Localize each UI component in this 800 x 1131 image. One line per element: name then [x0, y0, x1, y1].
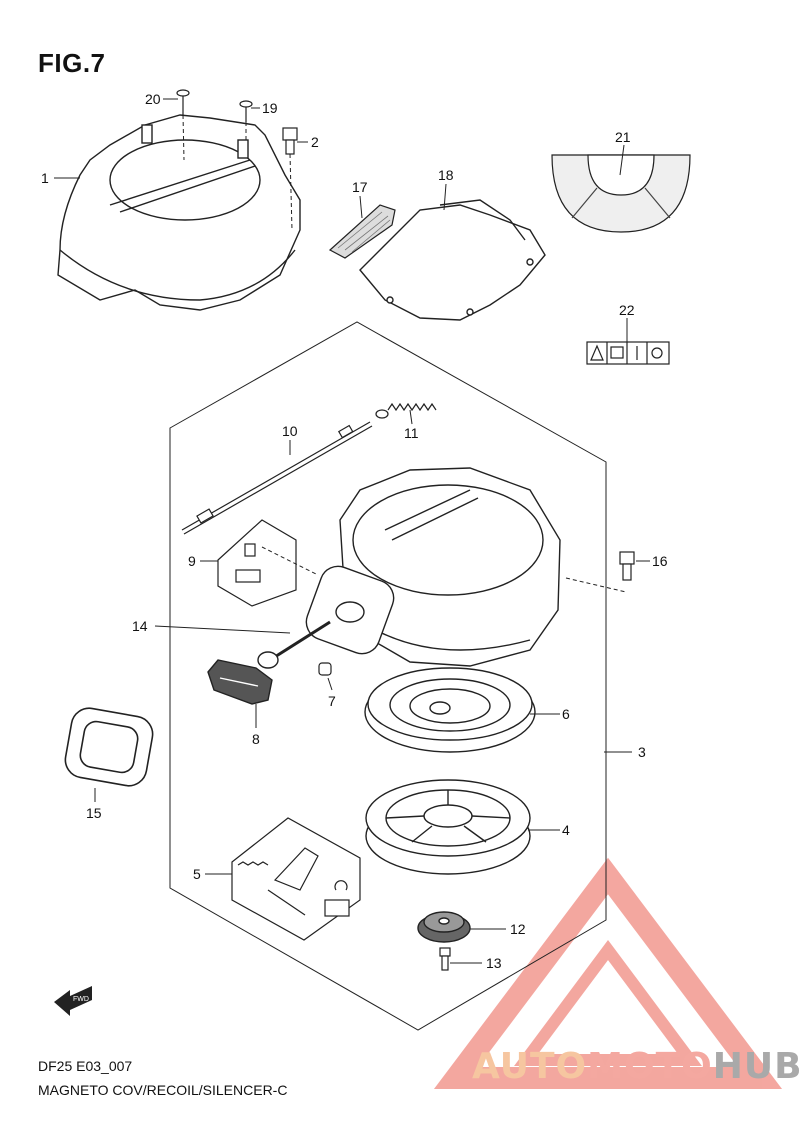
model-code: DF25 E03_007 — [38, 1058, 133, 1074]
part-6-recoil-spring — [364, 667, 536, 753]
brand-hub: HUB — [712, 1046, 800, 1087]
callout-12: 12 — [510, 921, 526, 937]
recoil-housing — [339, 467, 561, 667]
part-9-bracket-kit — [217, 519, 297, 607]
callout-18: 18 — [438, 167, 454, 183]
callout-7: 7 — [328, 693, 336, 709]
part-18-silencer-cover — [359, 199, 546, 321]
callout-22: 22 — [619, 302, 635, 318]
part-21-decal — [551, 154, 691, 233]
fwd-arrow-icon: FWD — [54, 986, 92, 1016]
callout-21: 21 — [615, 129, 631, 145]
callout-9: 9 — [188, 553, 196, 569]
part-5-ratchet-kit — [231, 817, 361, 941]
part-4-rope-reel — [365, 779, 531, 875]
callout-1: 1 — [41, 170, 49, 186]
callout-13: 13 — [486, 955, 502, 971]
part-10-starter-cable — [181, 421, 373, 535]
part-22-warning-label — [586, 341, 670, 365]
callout-labels: 20 19 2 1 17 18 21 22 11 10 9 16 14 7 8 … — [41, 91, 668, 971]
watermark-triangle-logo — [433, 857, 783, 1089]
brand-auto: AUTO — [472, 1046, 588, 1087]
part-2-bolt — [282, 127, 298, 155]
assembly-outline-part-3 — [169, 321, 607, 1031]
callout-2: 2 — [311, 134, 319, 150]
callout-11: 11 — [404, 425, 419, 441]
part-13-bolt — [439, 947, 451, 971]
watermark-brand: AUTOMOTOHUB — [472, 1046, 800, 1087]
figure-title: FIG.7 — [38, 48, 106, 78]
part-17-silencer-grille — [328, 204, 396, 259]
part-16-bolt — [619, 551, 635, 581]
callout-3: 3 — [638, 744, 646, 760]
part-11-spring — [375, 402, 437, 419]
part-12-washer — [417, 911, 471, 943]
callout-5: 5 — [193, 866, 201, 882]
part-7-bushing — [318, 662, 332, 676]
callout-17: 17 — [352, 179, 368, 195]
leader-lines — [54, 98, 650, 964]
fwd-label: FWD — [73, 996, 89, 1003]
part-8-starter-handle — [207, 651, 279, 705]
brand-moto: MOTO — [587, 1046, 713, 1087]
rope-guide — [305, 565, 395, 655]
callout-15: 15 — [86, 805, 102, 821]
section-name: MAGNETO COV/RECOIL/SILENCER-C — [38, 1082, 288, 1098]
callout-8: 8 — [252, 731, 260, 747]
callout-19: 19 — [262, 100, 278, 116]
part-20-screw — [176, 89, 190, 115]
callout-6: 6 — [562, 706, 570, 722]
callout-10: 10 — [282, 423, 298, 439]
callout-16: 16 — [652, 553, 668, 569]
part-15-grommet — [64, 707, 154, 787]
part-19-screw — [239, 100, 253, 122]
callout-14: 14 — [132, 618, 148, 634]
part-1-magneto-cover — [57, 114, 301, 311]
part-14-starter-rope — [269, 620, 331, 662]
callout-4: 4 — [562, 822, 570, 838]
callout-20: 20 — [145, 91, 161, 107]
